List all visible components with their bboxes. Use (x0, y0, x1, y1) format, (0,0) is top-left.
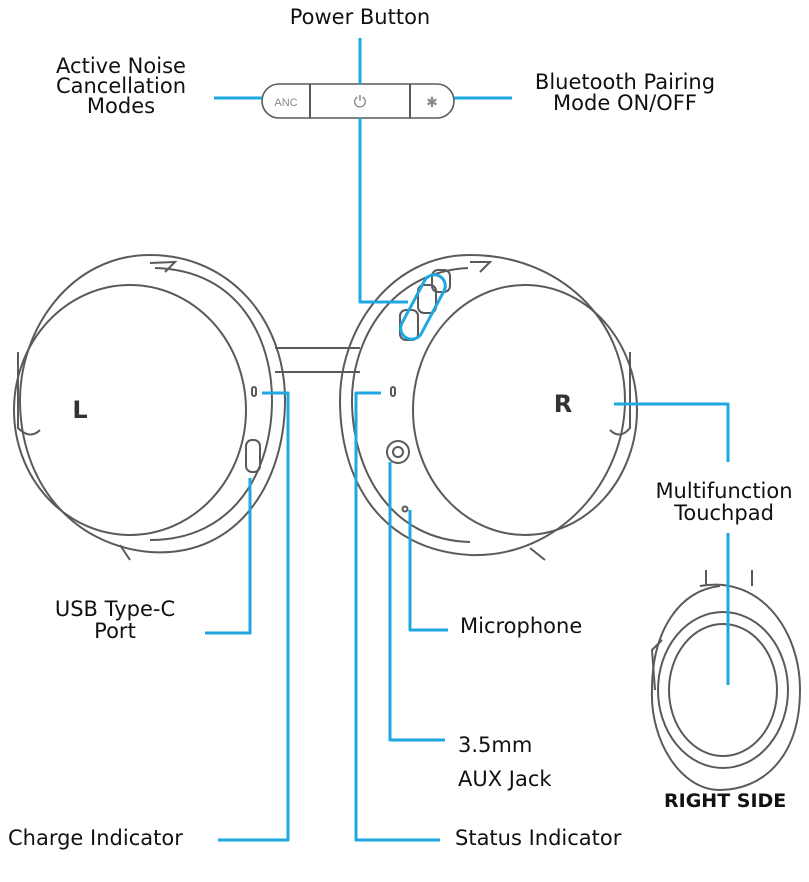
aux-jack-shape (386, 440, 410, 464)
right-cup-letter: R (554, 390, 572, 418)
headband (275, 347, 360, 373)
leader-status (354, 391, 440, 842)
bluetooth-icon: ✱ (426, 95, 438, 111)
button-cluster-highlight (399, 273, 447, 341)
aux-jack-label: 3.5mm AUX Jack (458, 728, 552, 796)
anc-modes-label: Active Noise Cancellation Modes (36, 54, 206, 118)
usb-label-line2: Port (94, 619, 136, 643)
anc-button: ANC (274, 97, 297, 109)
charge-indicator-label: Charge Indicator (8, 826, 183, 850)
usb-label-line1: USB Type-C (54, 597, 176, 621)
leader-power (358, 38, 408, 304)
button-bar (261, 83, 455, 119)
anc-label-line3: Modes (86, 94, 156, 118)
anc-label-line1: Active Noise (56, 54, 186, 78)
power-button-label: Power Button (289, 5, 431, 29)
right-side-label: RIGHT SIDE (664, 790, 787, 812)
bluetooth-pairing-label: Bluetooth Pairing Mode ON/OFF (512, 72, 738, 114)
bt-label-line2: Mode ON/OFF (553, 91, 697, 115)
multi-label-line2: Touchpad (674, 501, 774, 525)
left-cup-letter: L (72, 396, 87, 424)
leader-multi (614, 402, 730, 462)
leader-aux (388, 462, 445, 742)
right-side-view (650, 570, 802, 792)
aux-label-line1: 3.5mm (458, 733, 533, 757)
usb-type-c-label: USB Type-C Port (20, 598, 210, 642)
multifunction-touchpad-label: Multifunction Touchpad (640, 480, 808, 524)
bt-label-line1: Bluetooth Pairing (534, 70, 716, 94)
microphone-label: Microphone (460, 614, 583, 638)
leader-mic (408, 510, 448, 632)
anc-label-line2: Cancellation (55, 74, 187, 98)
status-indicator-label: Status Indicator (455, 826, 622, 850)
multi-label-line1: Multifunction (655, 479, 793, 503)
leader-usb (205, 478, 252, 635)
left-earcup (13, 253, 287, 561)
power-icon: ⏻ (354, 92, 367, 111)
aux-label-line2: AUX Jack (458, 767, 552, 791)
leader-charge (218, 391, 290, 842)
usb-c-port-shape (245, 439, 261, 473)
